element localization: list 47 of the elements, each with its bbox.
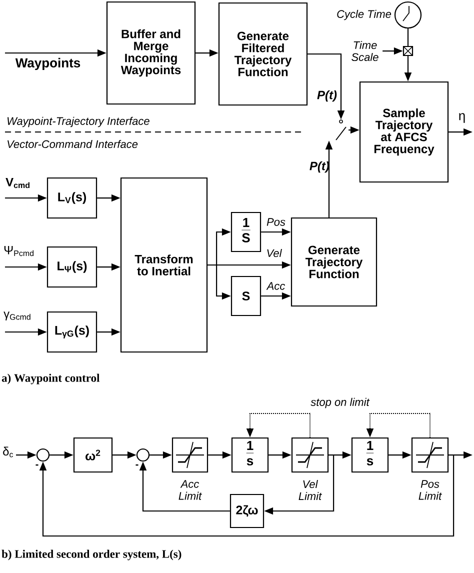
- annotation: Vector-Command Interface: [8, 140, 138, 148]
- clock-label: Cycle Time: [337, 10, 392, 20]
- process-box: Generate Filtered Trajectory Function: [218, 2, 308, 106]
- edge-label: Pos: [266, 218, 286, 226]
- process-box: Buffer and Merge Incoming Waypoints: [106, 1, 196, 105]
- edge-label: Ψ$_{Pcmd}$: [4, 246, 34, 256]
- process-box: Generate Trajectory Function: [290, 217, 378, 307]
- transfer-block: L$_{Ψ}$(s): [46, 246, 98, 288]
- integrator-block: 1 s: [231, 437, 269, 473]
- limit-label: Pos Limit: [418, 480, 442, 500]
- edge-label: Acc: [266, 282, 286, 290]
- edge-label: Waypoints: [15, 58, 80, 70]
- transfer-block: 2ζω: [230, 494, 264, 528]
- process-box: Sample Trajectory at AFCS Frequency: [359, 81, 449, 183]
- edge-label: P(t): [317, 90, 337, 102]
- clock-icon: [394, 1, 422, 29]
- edge-label: γ$_{Gcmd}$: [4, 312, 30, 320]
- process-box: Transform to Inertial: [120, 177, 208, 353]
- caption: b) Limited second order system, L(s): [2, 550, 182, 560]
- text-label: Time Scale: [352, 40, 378, 62]
- saturation-block: [172, 437, 208, 473]
- switch-symbol: [336, 120, 346, 140]
- annotation: Waypoint-Trajectory Interface: [8, 116, 150, 128]
- integrator-block: 1 S: [230, 212, 262, 252]
- transfer-block: L$_{V}$(s): [46, 177, 98, 219]
- edge-label: η: [459, 113, 465, 123]
- transfer-block: S: [230, 276, 262, 316]
- arrow: [39, 454, 454, 537]
- saturation-block: [291, 437, 329, 473]
- integrator-block: 1 s: [351, 437, 389, 473]
- minus-sign: -: [36, 464, 38, 466]
- summing-junction: [36, 448, 50, 462]
- minus-sign: -: [136, 464, 138, 466]
- transfer-block: L$_{γG}$(s): [46, 311, 98, 353]
- multiplier-symbol: [402, 46, 414, 56]
- edge-label: Vel: [267, 248, 282, 258]
- edge-label: P(t): [310, 161, 330, 173]
- signal-line: [407, 28, 409, 46]
- transfer-block: ω$^{2}$: [73, 437, 113, 473]
- annotation: stop on limit: [310, 398, 370, 408]
- limit-label: Acc Limit: [178, 480, 202, 500]
- summing-junction: [136, 448, 150, 462]
- saturation-block: [411, 437, 449, 473]
- limit-label: Vel Limit: [298, 480, 322, 500]
- edge-label: δ$_{c}$: [3, 446, 14, 458]
- edge-label: V$_{cmd}$: [6, 178, 30, 188]
- caption: a) Waypoint control: [2, 374, 100, 384]
